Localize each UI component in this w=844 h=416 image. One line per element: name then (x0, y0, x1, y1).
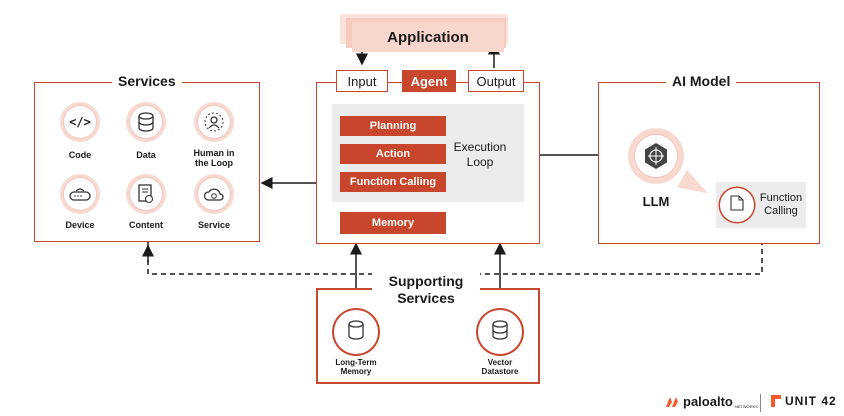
planning-step: Planning (340, 116, 446, 136)
supporting-title-1: Supporting (388, 273, 464, 289)
code-icon: </> (64, 106, 96, 138)
unit42-logo: UNIT 42 (770, 394, 837, 408)
function-calling-circle (720, 188, 754, 222)
services-title: Services (112, 73, 182, 89)
llm-label: LLM (642, 194, 670, 209)
long-term-label-2: Memory (340, 367, 372, 376)
data-label: Data (136, 150, 156, 160)
memory-box: Memory (340, 212, 446, 234)
agent-label: Agent (402, 70, 456, 92)
paloalto-brand-sub: NETWORKS (734, 404, 758, 409)
ai-model-title: AI Model (666, 73, 737, 89)
content-circle (126, 174, 166, 214)
execution-label-1: Execution (453, 140, 507, 154)
database-icon (130, 106, 162, 138)
document-icon (130, 178, 162, 210)
content-label: Content (129, 220, 163, 230)
llm-circle (628, 128, 684, 184)
service-label: Service (197, 220, 231, 230)
llm-chip-icon (635, 135, 677, 177)
long-term-label-1: Long-Term (335, 358, 377, 367)
device-circle (60, 174, 100, 214)
device-label: Device (65, 220, 95, 230)
code-label: Code (68, 150, 92, 160)
action-step: Action (340, 144, 446, 164)
service-circle (194, 174, 234, 214)
paloalto-brand: paloalto (683, 394, 733, 409)
code-circle: </> (60, 102, 100, 142)
human-circle (194, 102, 234, 142)
output-box: Output (468, 70, 524, 92)
function-calling-step: Function Calling (340, 172, 446, 192)
supporting-title-bg (372, 272, 480, 306)
long-term-database-icon (347, 319, 365, 345)
vector-circle (478, 310, 522, 354)
paloalto-logo: paloalto NETWORKS (664, 394, 758, 409)
paloalto-mark-icon (666, 396, 678, 407)
function-file-icon (730, 194, 744, 216)
vector-label-2: Datastore (481, 367, 519, 376)
execution-label-2: Loop (466, 155, 494, 169)
human-label-2: the Loop (195, 158, 233, 168)
vector-label-1: Vector (487, 358, 513, 367)
input-box: Input (336, 70, 388, 92)
cloud-gear-icon (198, 178, 230, 210)
unit42-mark-icon (771, 395, 781, 407)
function-calling-label-1: Function (759, 192, 803, 204)
supporting-title-2: Services (397, 290, 455, 306)
footer-divider (760, 394, 761, 412)
unit42-label: UNIT 42 (785, 394, 837, 408)
application-title: Application (387, 28, 469, 46)
human-label-1: Human in (193, 148, 235, 158)
long-term-circle (334, 310, 378, 354)
function-calling-label-2: Calling (764, 205, 798, 217)
vector-database-icon (491, 319, 509, 345)
human-icon (198, 106, 230, 138)
application-banner: Application (352, 22, 504, 52)
data-circle (126, 102, 166, 142)
device-icon (64, 178, 96, 210)
